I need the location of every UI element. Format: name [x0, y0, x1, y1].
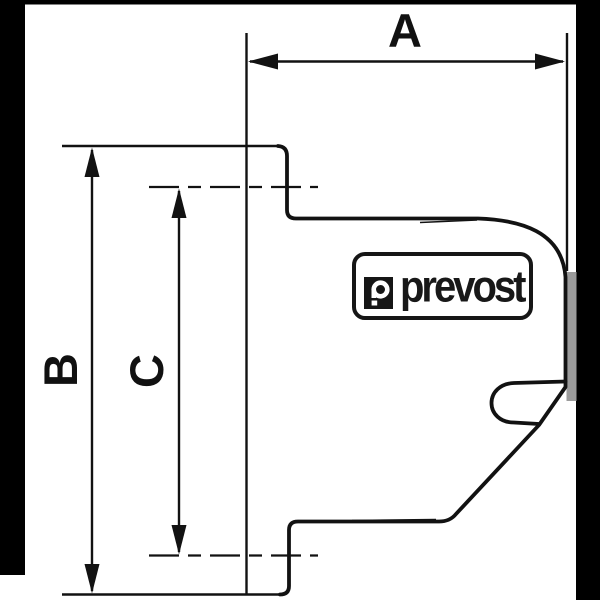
prevost-logo-text: prevost — [400, 262, 526, 312]
photo-border-left — [0, 0, 25, 575]
dimension-a-label: A — [388, 4, 422, 57]
dimension-a-arrow-right — [535, 53, 565, 70]
dimension-b-arrow-top — [84, 147, 100, 177]
edge-highlight-line-bottom — [351, 518, 437, 522]
mounting-slot — [489, 379, 568, 426]
dimension-a — [248, 53, 565, 70]
extension-lines — [62, 33, 569, 596]
dimension-b — [84, 147, 100, 594]
centerlines — [149, 185, 318, 557]
seal-edge — [566, 272, 577, 401]
bracket-outline — [276, 144, 568, 597]
dimension-b-label: B — [34, 353, 87, 387]
photo-border-top — [0, 0, 600, 5]
photo-border-right — [576, 0, 600, 600]
dimension-b-arrow-bottom — [84, 564, 100, 594]
dimension-c-label: C — [120, 354, 173, 388]
dimension-a-arrow-left — [248, 53, 278, 70]
dimension-c-arrow-bottom — [171, 525, 187, 555]
prevost-logo: prevost — [352, 252, 533, 320]
dimension-c — [171, 188, 187, 555]
prevost-mark-icon — [364, 277, 393, 309]
dimension-c-arrow-top — [171, 188, 187, 218]
edge-highlight-line-top — [419, 219, 478, 224]
